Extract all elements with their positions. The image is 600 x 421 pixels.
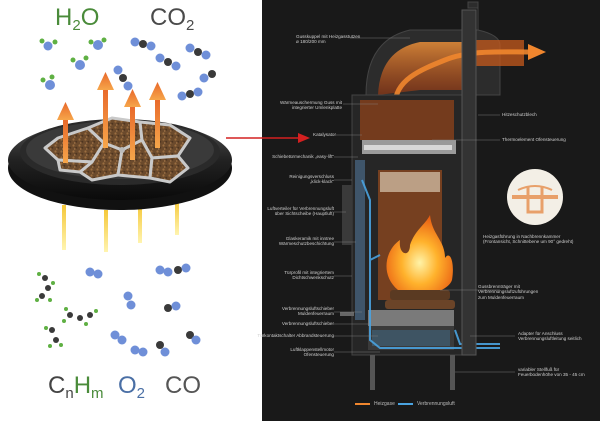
- label-waermeausch: Wärmeauschermung Guss mit integrierter U…: [279, 100, 342, 111]
- flame: [386, 215, 453, 295]
- incoming-gas-lines: [62, 200, 179, 252]
- label-katalysator: Katalysator: [313, 132, 336, 137]
- label-reinigung: Reinigungsverschluss „klick-klack": [289, 174, 334, 185]
- outgoing-heat-arrows: [57, 72, 166, 163]
- label-glaskeramik: Glaskeramik mit inntree Wärmeschutzbesch…: [278, 236, 334, 247]
- connector-arrow: [226, 133, 310, 143]
- legend-verbrennungsluft: Verbrennungsluft: [417, 401, 455, 407]
- formula-co: CO: [165, 372, 201, 399]
- formula-h2o: H2O: [55, 4, 100, 34]
- formula-co2: CO2: [150, 4, 195, 34]
- label-gussbrenn: Gussbrennträger mit Verbrennungsluftzufü…: [478, 284, 539, 300]
- formula-o2: O2: [118, 372, 146, 402]
- stove-cross-section: [262, 0, 600, 421]
- label-heizgas: Heizgasführung in Nachbrennkammer (Front…: [483, 234, 574, 245]
- label-adapter: Adapter für Anschluss Verbrennungsluftle…: [518, 331, 582, 342]
- label-thermo: Thermoelement Ofensteuerung: [502, 137, 566, 142]
- label-verbrennungsluftschieber2: Verbrennungsluftschieber: [281, 321, 334, 326]
- heizgas-inset: [507, 169, 563, 225]
- label-tuerprofil: Türprofil mit integriertem Dichtschwenks…: [284, 270, 334, 281]
- label-hitzeschutz: Hitzeschutzblech: [502, 112, 537, 117]
- catalyst-dish: [8, 116, 232, 210]
- reactant-molecules: [35, 263, 201, 357]
- label-schiebetuer: Schiebetürmechanik „easy-lift": [272, 154, 334, 159]
- combustion-air-lines: [361, 179, 500, 349]
- label-verbrennungsluftschieber: Verbrennungsluftschieber Muldenfeuerraum: [281, 306, 334, 317]
- label-luftverteiler: Luftverteiler für Verbrennungsluft über …: [267, 206, 334, 217]
- label-luftklappe: Luftklappenstellmotor Ofensteuerung: [290, 347, 334, 358]
- catalyst-illustration: [8, 37, 232, 357]
- legend-heizgase: Heizgase: [374, 401, 395, 407]
- formula-hydrocarbon: CnHm: [48, 372, 104, 402]
- label-stellfuss: variabler Stellfuß für Feuerbodenhöhe vo…: [518, 367, 585, 378]
- label-gusskuppel: Gusskuppel mit Heizgasstutzen ø 180/200 …: [296, 34, 361, 45]
- label-tuerkontakt: Türkontaktschalter Abbrandsteuerung: [257, 333, 334, 338]
- product-molecules: [39, 37, 216, 101]
